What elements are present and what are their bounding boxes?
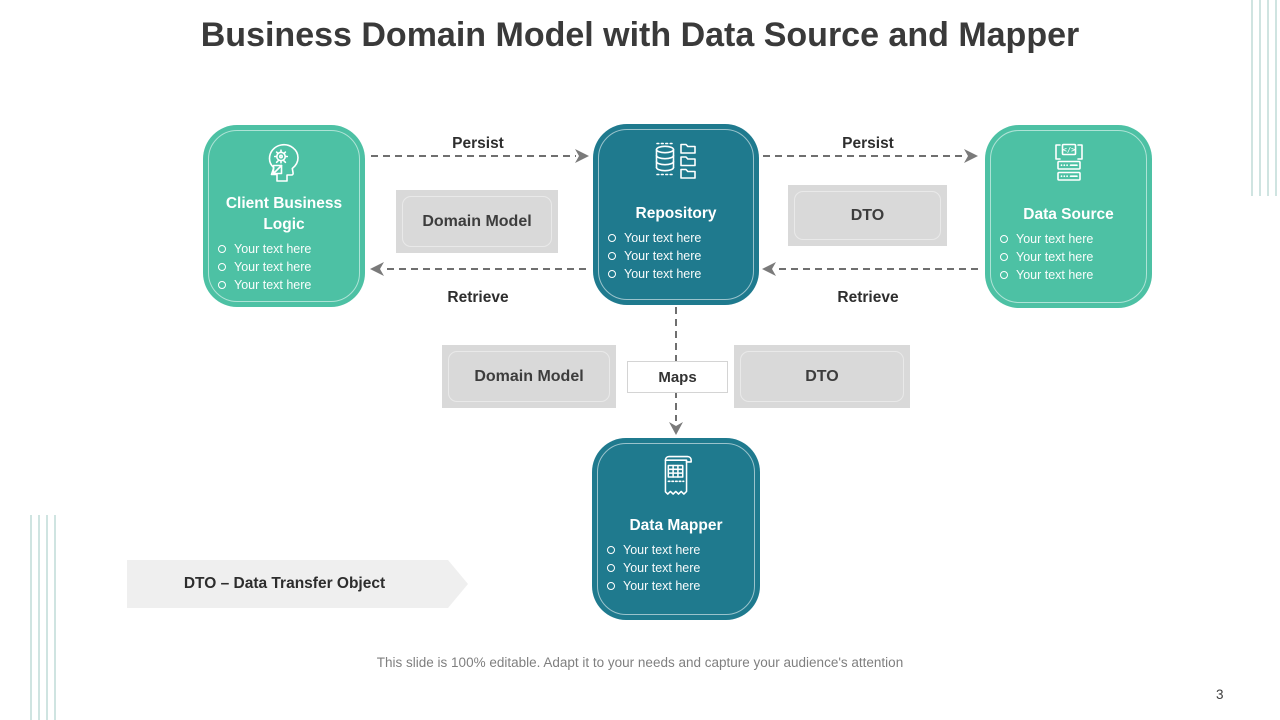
bullet-item: Your text here [218,278,359,292]
accent-lines-top-right [1251,0,1277,196]
bullet-item: Your text here [1000,268,1146,282]
legend-ribbon: DTO – Data Transfer Object [127,560,468,608]
client-business-logic-node: Client Business Logic Your text here You… [203,125,365,307]
page-number: 3 [1216,687,1224,702]
dto-label-top-text: DTO [850,206,885,224]
maps-arrow-down [669,307,683,435]
bullet-circle-icon [218,262,226,271]
retrieve-arrow-left [370,262,586,276]
dto-label-mid: DTO [734,345,910,408]
client-node-title: Client Business Logic [225,195,343,233]
bullet-circle-icon [607,581,615,590]
bullet-item: Your text here [607,561,754,575]
domain-model-label-top-text: Domain Model [422,212,532,230]
footer-note: This slide is 100% editable. Adapt it to… [376,655,904,670]
repository-node-bullets: Your text here Your text here Your text … [593,231,759,281]
bullet-circle-icon [1000,252,1008,261]
maps-label: Maps [627,361,728,393]
bullet-item: Your text here [1000,232,1146,246]
data-source-node-bullets: Your text here Your text here Your text … [985,232,1152,282]
maps-label-text: Maps [658,368,697,386]
client-node-bullets: Your text here Your text here Your text … [203,242,365,292]
retrieve-arrow-right [762,262,978,276]
persist-label-right: Persist [842,135,894,152]
bullet-circle-icon [608,251,616,260]
bullet-circle-icon [608,269,616,278]
persist-arrow-left [371,149,589,163]
bullet-item: Your text here [218,260,359,274]
bullet-item: Your text here [218,242,359,256]
repository-node: Repository Your text here Your text here… [593,124,759,305]
bullet-circle-icon [1000,234,1008,243]
retrieve-label-right: Retrieve [837,289,899,306]
persist-arrow-right [763,149,978,163]
persist-label-left: Persist [452,135,504,152]
data-mapper-node-bullets: Your text here Your text here Your text … [592,543,760,593]
bullet-circle-icon [607,545,615,554]
bullet-item: Your text here [1000,250,1146,264]
bullet-circle-icon [218,280,226,289]
bullet-item: Your text here [607,579,754,593]
database-folders-icon [593,136,759,190]
domain-model-label-top: Domain Model [396,190,558,253]
bullet-circle-icon [607,563,615,572]
server-code-icon: </> [985,137,1152,191]
repository-node-title: Repository [635,205,717,222]
bullet-item: Your text here [608,231,753,245]
bullet-circle-icon [1000,270,1008,279]
dto-label-mid-text: DTO [805,367,839,385]
page-title: Business Domain Model with Data Source a… [200,16,1080,54]
data-source-node: </> Data Source Your text here Your text… [985,125,1152,308]
bullet-item: Your text here [608,267,753,281]
bullet-circle-icon [608,233,616,242]
bullet-item: Your text here [607,543,754,557]
dto-label-top: DTO [788,185,947,246]
data-source-node-title: Data Source [1023,206,1114,223]
svg-text:</>: </> [1062,146,1075,154]
domain-model-label-mid: Domain Model [442,345,616,408]
accent-lines-bottom-left [30,515,56,720]
document-table-icon [592,450,760,504]
retrieve-label-left: Retrieve [447,289,509,306]
legend-text: DTO – Data Transfer Object [183,575,386,592]
data-mapper-node: Data Mapper Your text here Your text her… [592,438,760,620]
data-mapper-node-title: Data Mapper [629,517,723,534]
bullet-item: Your text here [608,249,753,263]
head-gear-icon [203,137,365,191]
domain-model-label-mid-text: Domain Model [474,367,584,385]
bullet-circle-icon [218,244,226,253]
